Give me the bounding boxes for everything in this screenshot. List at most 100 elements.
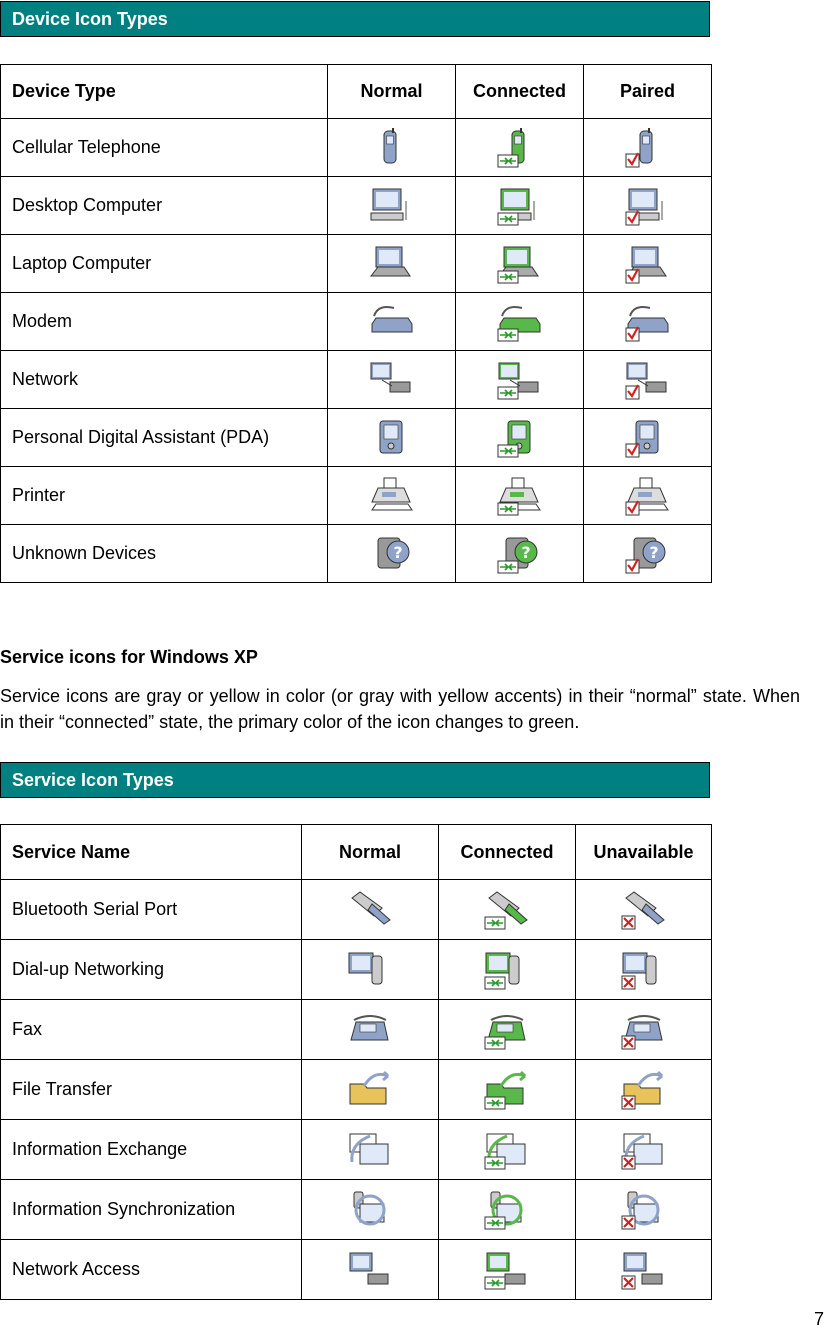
pda-normal-icon <box>328 418 455 458</box>
device-icon-table: Device Type Normal Connected Paired Cell… <box>0 64 712 583</box>
table-row: Printer <box>0 466 712 525</box>
unknown-paired-icon: ? <box>584 534 711 574</box>
table-row: Personal Digital Assistant (PDA) <box>0 408 712 467</box>
serial-connected-icon <box>439 890 575 930</box>
unknown-normal-icon: ? <box>328 534 455 574</box>
serial-normal-icon <box>302 890 438 930</box>
icon-cell-normal <box>327 292 456 351</box>
service-section-title: Service Icon Types <box>12 770 174 790</box>
service-icons-heading: Service icons for Windows XP <box>0 647 258 667</box>
icon-cell-normal <box>301 879 439 940</box>
phone-normal-icon <box>328 127 455 168</box>
icon-cell-normal <box>327 234 456 293</box>
icon-cell-normal <box>301 1119 439 1180</box>
row-label: Personal Digital Assistant (PDA) <box>0 408 328 467</box>
printer-paired-icon <box>584 476 711 516</box>
fax-connected-icon <box>439 1010 575 1050</box>
icon-cell-paired <box>583 466 712 525</box>
svg-text:?: ? <box>649 543 658 562</box>
icon-cell-connected <box>438 1119 576 1180</box>
modem-connected-icon <box>456 302 583 342</box>
icon-cell-unavailable <box>575 1119 712 1180</box>
serial-unavailable-icon <box>576 890 711 930</box>
icon-cell-unavailable <box>575 939 712 1000</box>
icon-cell-connected <box>438 999 576 1060</box>
icon-cell-connected <box>438 1239 576 1300</box>
icon-cell-connected <box>438 1179 576 1240</box>
icon-cell-connected <box>438 1059 576 1120</box>
printer-connected-icon <box>456 476 583 516</box>
row-label: Laptop Computer <box>0 234 328 293</box>
laptop-normal-icon <box>328 244 455 284</box>
printer-normal-icon <box>328 476 455 516</box>
infoexchange-normal-icon <box>302 1130 438 1170</box>
icon-cell-normal <box>327 118 456 177</box>
svg-text:?: ? <box>393 543 402 562</box>
icon-cell-connected <box>455 466 584 525</box>
header-normal: Normal <box>301 824 439 880</box>
header-connected: Connected <box>438 824 576 880</box>
row-label: Dial-up Networking <box>0 939 302 1000</box>
icon-cell-connected <box>455 408 584 467</box>
network-paired-icon <box>584 360 711 400</box>
icon-cell-paired: ? <box>583 524 712 583</box>
row-label: Bluetooth Serial Port <box>0 879 302 940</box>
icon-cell-paired <box>583 118 712 177</box>
header-normal: Normal <box>327 64 456 119</box>
icon-cell-normal <box>301 939 439 1000</box>
icon-cell-paired <box>583 176 712 235</box>
header-service-name: Service Name <box>0 824 302 880</box>
table-row: Network Access <box>0 1239 712 1300</box>
icon-cell-connected <box>455 292 584 351</box>
desktop-normal-icon <box>328 186 455 226</box>
row-label: Unknown Devices <box>0 524 328 583</box>
row-label: File Transfer <box>0 1059 302 1120</box>
icon-cell-paired <box>583 408 712 467</box>
row-label: Network <box>0 350 328 409</box>
table-row: Cellular Telephone <box>0 118 712 177</box>
icon-cell-normal <box>301 999 439 1060</box>
networkaccess-unavailable-icon <box>576 1250 711 1290</box>
table-row: File Transfer <box>0 1059 712 1120</box>
icon-cell-unavailable <box>575 1239 712 1300</box>
icon-cell-normal <box>301 1179 439 1240</box>
phone-connected-icon <box>456 127 583 168</box>
icon-cell-normal <box>327 176 456 235</box>
fax-normal-icon <box>302 1010 438 1050</box>
row-label: Information Synchronization <box>0 1179 302 1240</box>
filetransfer-unavailable-icon <box>576 1070 711 1110</box>
icon-cell-normal <box>301 1239 439 1300</box>
service-icons-description: Service icons are gray or yellow in colo… <box>0 686 800 732</box>
icon-cell-connected <box>455 350 584 409</box>
dialup-connected-icon <box>439 950 575 990</box>
service-section-title-bar: Service Icon Types <box>0 762 710 798</box>
table-row: Desktop Computer <box>0 176 712 235</box>
table-row: Fax <box>0 999 712 1060</box>
network-connected-icon <box>456 360 583 400</box>
infoexchange-unavailable-icon <box>576 1130 711 1170</box>
icon-cell-paired <box>583 350 712 409</box>
header-connected: Connected <box>455 64 584 119</box>
desktop-connected-icon <box>456 186 583 226</box>
unknown-connected-icon: ? <box>456 534 583 574</box>
pda-connected-icon <box>456 418 583 458</box>
header-paired: Paired <box>583 64 712 119</box>
svg-text:?: ? <box>521 543 530 562</box>
service-icon-table: Service Name Normal Connected Unavailabl… <box>0 824 712 1300</box>
icon-cell-unavailable <box>575 1059 712 1120</box>
row-label: Information Exchange <box>0 1119 302 1180</box>
dialup-normal-icon <box>302 950 438 990</box>
laptop-connected-icon <box>456 244 583 284</box>
device-section-title-bar: Device Icon Types <box>0 1 710 37</box>
icon-cell-paired <box>583 292 712 351</box>
row-label: Printer <box>0 466 328 525</box>
table-row: Network <box>0 350 712 409</box>
icon-cell-unavailable <box>575 1179 712 1240</box>
network-normal-icon <box>328 360 455 400</box>
icon-cell-normal <box>327 408 456 467</box>
header-unavailable: Unavailable <box>575 824 712 880</box>
icon-cell-connected: ? <box>455 524 584 583</box>
page-number: 7 <box>813 1309 824 1329</box>
infoexchange-connected-icon <box>439 1130 575 1170</box>
icon-cell-connected <box>455 234 584 293</box>
